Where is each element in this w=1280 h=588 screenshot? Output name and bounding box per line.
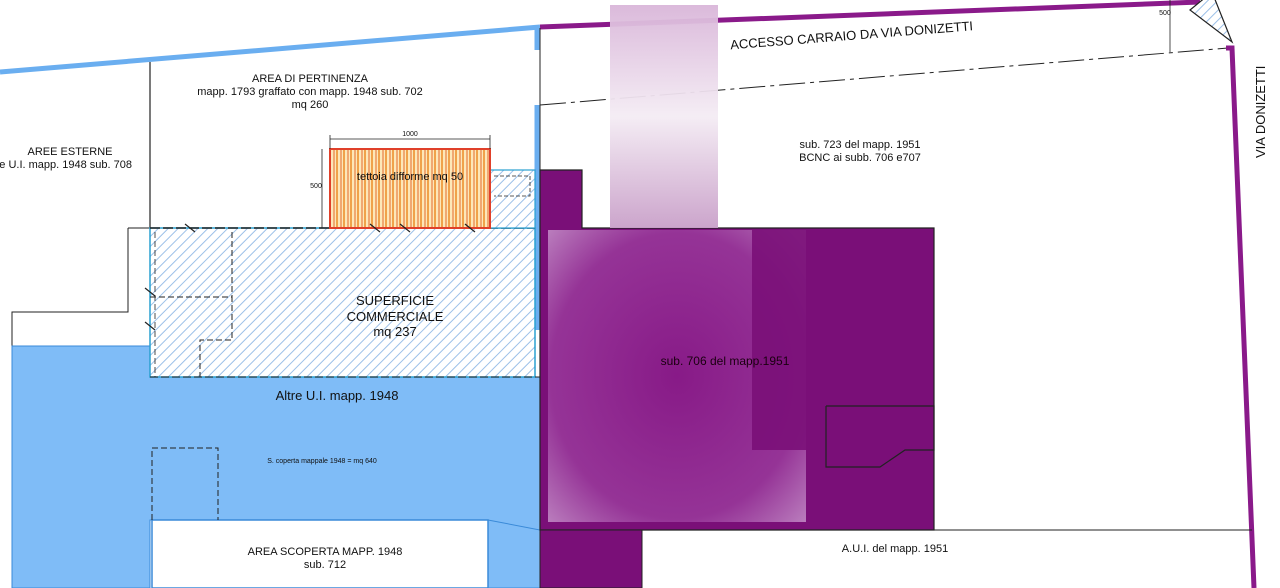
superficie-line2: COMMERCIALE xyxy=(346,308,444,324)
sub-723-line1: sub. 723 del mapp. 1951 xyxy=(799,139,921,151)
aree-esterne-title: AREE ESTERNE xyxy=(27,146,113,158)
aui-1951-label: A.U.I. del mapp. 1951 xyxy=(841,543,949,555)
access-road-line xyxy=(539,47,1229,106)
s-coperta-label: S. coperta mappale 1948 = mq 640 xyxy=(267,458,377,465)
superficie-line3: mq 237 xyxy=(373,324,417,340)
area-pertinenza-title: AREA DI PERTINENZA xyxy=(252,73,368,85)
north-marker-icon xyxy=(1189,0,1234,44)
via-donizetti-boundary xyxy=(1226,45,1257,588)
superficie-commerciale xyxy=(149,227,536,378)
via-donizetti-label: VIA DONIZETTI xyxy=(1253,65,1269,159)
area-pertinenza-line2: mapp. 1793 graffato con mapp. 1948 sub. … xyxy=(197,86,423,99)
sub-723-line2: BCNC ai subb. 706 e707 xyxy=(799,152,921,165)
top-blue-boundary xyxy=(0,24,541,75)
area-scoperta-label: AREA SCOPERTA MAPP. 1948 sub. 712 xyxy=(210,546,440,572)
redacted-area-top xyxy=(610,5,718,228)
dimension-1000: 1000 xyxy=(402,131,418,138)
sub-723-label: sub. 723 del mapp. 1951 BCNC ai subb. 70… xyxy=(760,139,960,165)
superficie-line1: SUPERFICIE xyxy=(355,293,434,308)
superficie-commerciale-label: SUPERFICIE COMMERCIALE mq 237 xyxy=(300,293,490,340)
dimension-500-left: 500 xyxy=(310,183,322,190)
sub-706-label: sub. 706 del mapp.1951 xyxy=(660,354,790,368)
tettoia-label: tettoia difforme mq 50 xyxy=(356,171,464,183)
dimension-500-right: 500 xyxy=(1159,10,1171,17)
area-scoperta-line2: sub. 712 xyxy=(303,559,347,572)
area-scoperta-line1: AREA SCOPERTA MAPP. 1948 xyxy=(247,546,403,558)
aree-esterne-line2: e U.I. mapp. 1948 sub. 708 xyxy=(0,159,132,172)
area-pertinenza-line3: mq 260 xyxy=(291,99,329,112)
altre-ui-label: Altre U.I. mapp. 1948 xyxy=(275,388,399,403)
hatched-annex xyxy=(489,169,536,229)
area-scoperta xyxy=(151,519,489,588)
area-pertinenza-label: AREA DI PERTINENZA mapp. 1793 graffato c… xyxy=(190,73,430,113)
tettoia xyxy=(329,148,491,229)
aree-esterne-label: AREE ESTERNE e U.I. mapp. 1948 sub. 708 xyxy=(0,146,140,172)
